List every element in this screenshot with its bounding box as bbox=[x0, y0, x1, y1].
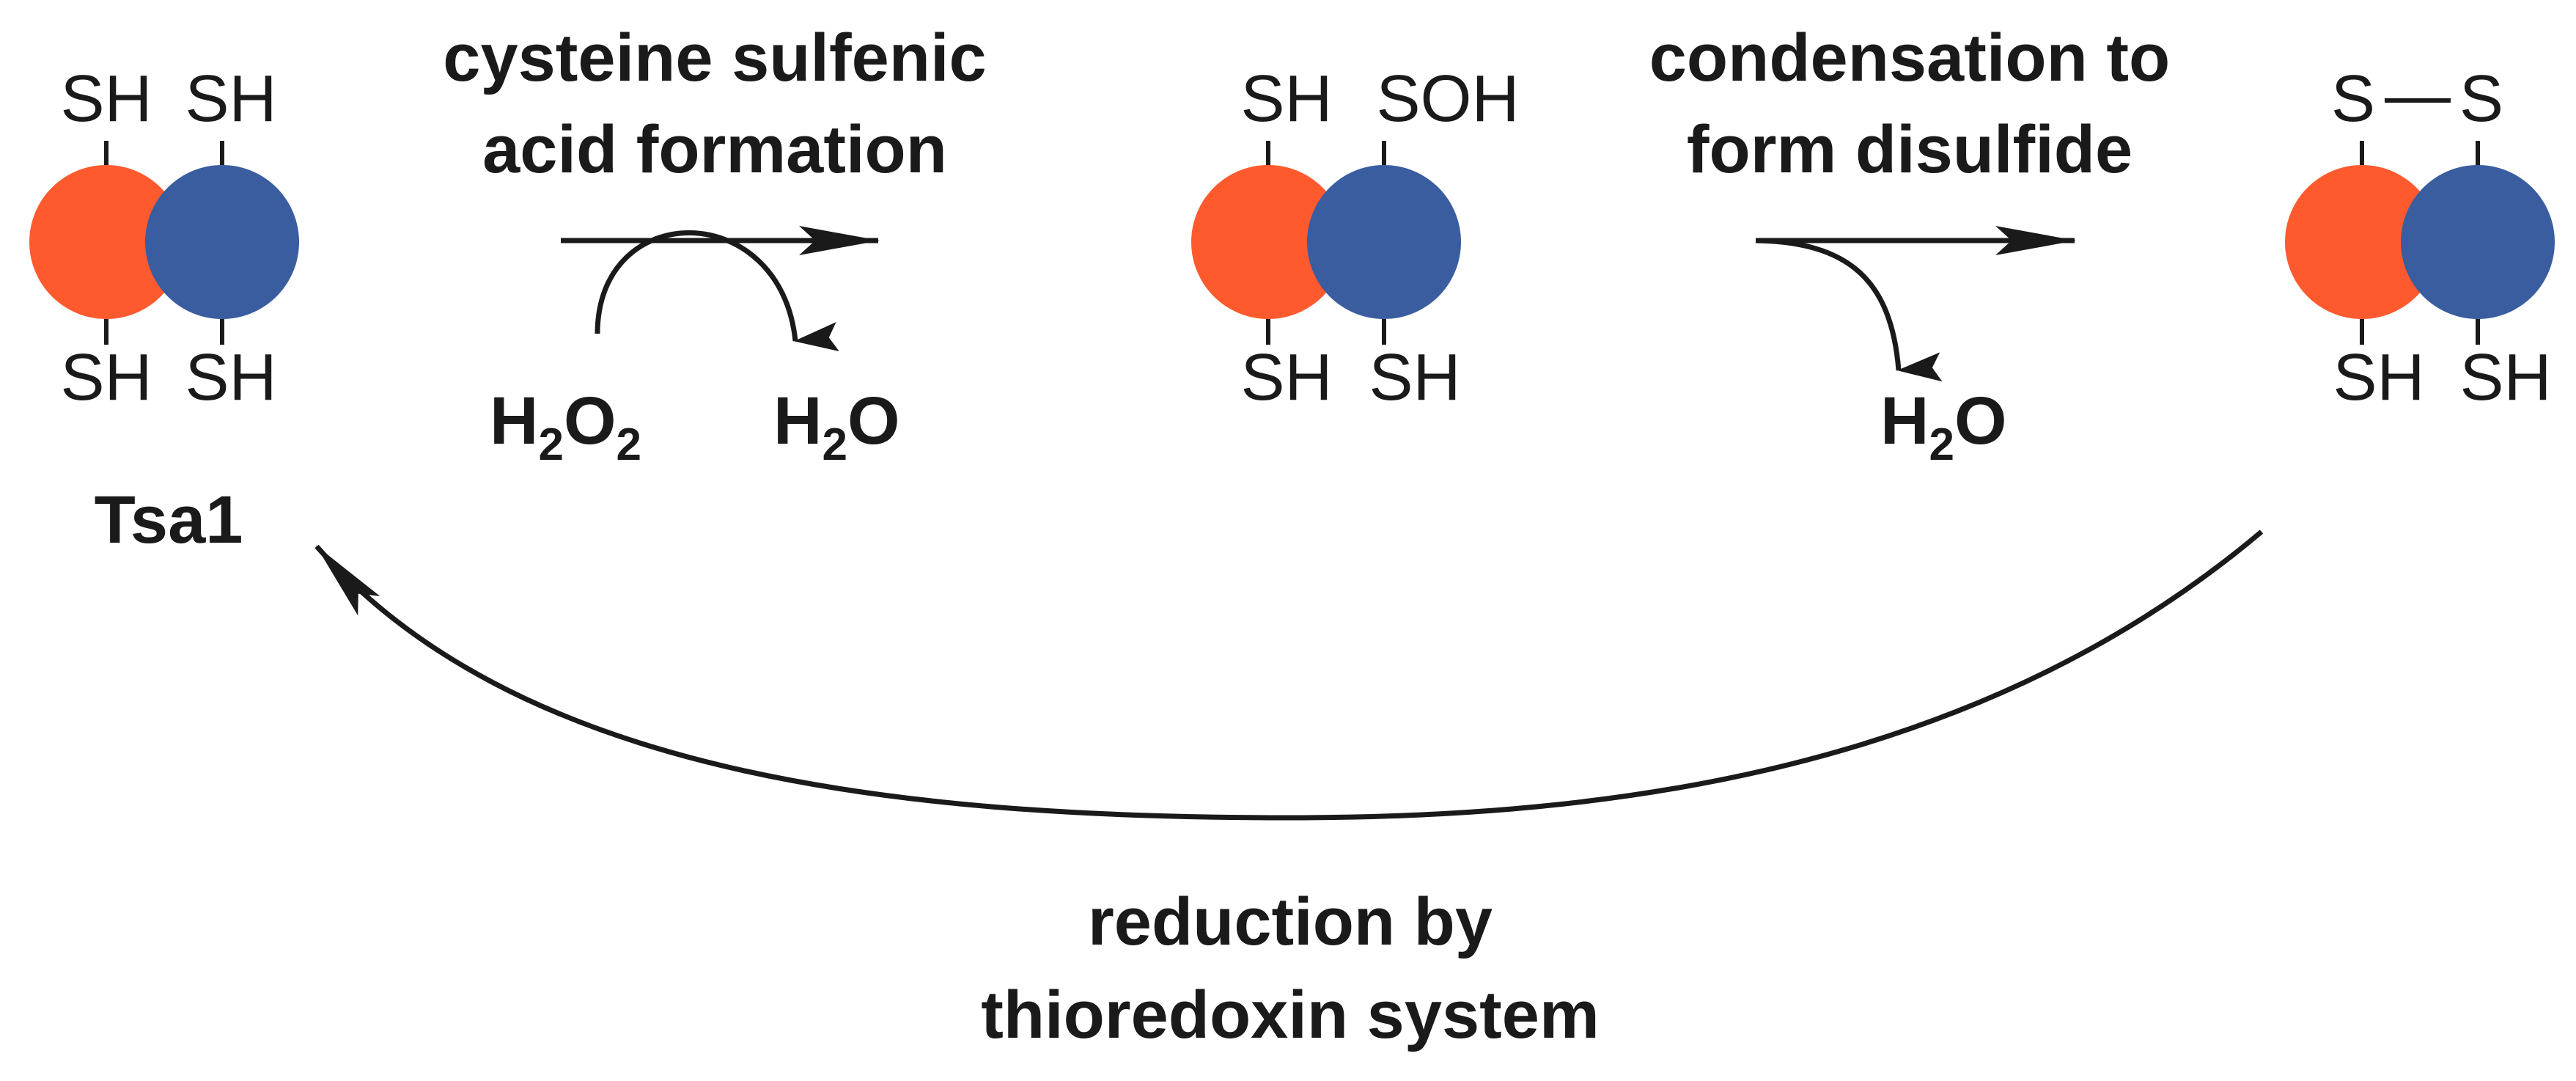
state-1-tsa1: SH SH SH SH Tsa1 bbox=[29, 62, 299, 557]
step-3-thioredoxin-reduction: reduction by thioredoxin system bbox=[314, 529, 2264, 1052]
step-1-sulfenic-acid-formation: cysteine sulfenic acid formation H2O2 H2… bbox=[443, 21, 986, 470]
side-product-curved-arrow bbox=[1755, 238, 1943, 382]
state-3-disulfide: S — S SH SH bbox=[2285, 59, 2555, 414]
subunit-b-circle bbox=[1307, 165, 1461, 319]
sulfenic-acid-top-right: SOH bbox=[1376, 62, 1519, 136]
subunit-a-circle bbox=[29, 165, 183, 319]
thiol-bottom-right: SH bbox=[2459, 341, 2551, 414]
product-h2o: H2O bbox=[773, 384, 900, 470]
protein-name-label: Tsa1 bbox=[95, 483, 243, 557]
disulfide-sulfur-right: S bbox=[2459, 62, 2503, 136]
step-2-label-line-1: condensation to bbox=[1649, 21, 2170, 95]
step-3-label-line-2: thioredoxin system bbox=[981, 978, 1600, 1052]
subunit-b-circle bbox=[2401, 165, 2555, 319]
return-curved-arrow bbox=[314, 529, 2264, 821]
subunit-a-circle bbox=[2285, 165, 2439, 319]
thiol-bottom-left: SH bbox=[2333, 341, 2424, 414]
side-reaction-curved-arrow bbox=[595, 230, 839, 351]
step-3-label-line-1: reduction by bbox=[1088, 884, 1493, 959]
thiol-top-left: SH bbox=[1240, 62, 1332, 136]
thiol-top-right: SH bbox=[185, 62, 276, 136]
state-2-sulfenic-acid: SH SOH SH SH bbox=[1191, 62, 1520, 414]
step-1-label-line-2: acid formation bbox=[482, 112, 947, 187]
subunit-a-circle bbox=[1191, 165, 1345, 319]
thiol-bottom-left: SH bbox=[60, 341, 152, 414]
product-h2o: H2O bbox=[1880, 384, 2007, 470]
disulfide-sulfur-left: S bbox=[2331, 62, 2375, 136]
step-1-label-line-1: cysteine sulfenic bbox=[443, 21, 986, 95]
disulfide-bond: — bbox=[2385, 59, 2451, 132]
subunit-b-circle bbox=[145, 165, 299, 319]
thiol-bottom-right: SH bbox=[185, 341, 276, 414]
thiol-bottom-right: SH bbox=[1369, 341, 1460, 414]
thiol-bottom-left: SH bbox=[1240, 341, 1332, 414]
reactant-h2o2: H2O2 bbox=[490, 384, 641, 470]
step-2-label-line-2: form disulfide bbox=[1687, 112, 2132, 187]
thiol-top-left: SH bbox=[60, 62, 152, 136]
step-2-disulfide-condensation: condensation to form disulfide H2O bbox=[1649, 21, 2170, 470]
